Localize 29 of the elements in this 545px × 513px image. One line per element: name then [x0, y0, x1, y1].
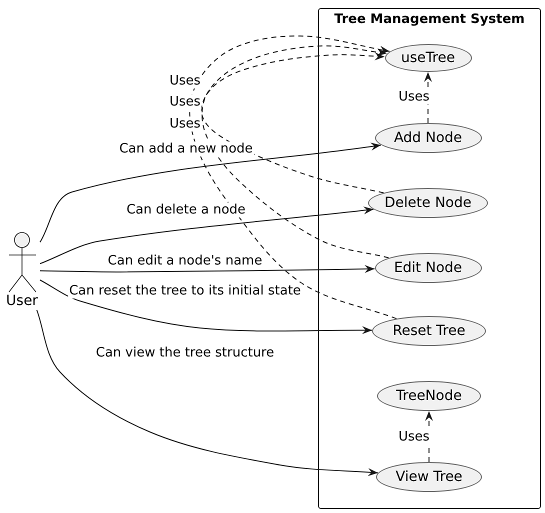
use-case-label: Reset Tree	[392, 322, 466, 340]
use-case-label: Delete Node	[384, 194, 472, 212]
dashed-arrow	[200, 52, 386, 194]
use-case-ellipse	[368, 188, 488, 218]
use-case-ellipse	[384, 44, 472, 72]
use-case-label: useTree	[401, 50, 455, 66]
arrow	[36, 310, 378, 476]
edge-label: Uses	[168, 94, 202, 110]
arrow	[40, 142, 382, 243]
dashed-arrow	[202, 45, 390, 258]
arrow	[40, 280, 373, 334]
edge-label: Uses	[397, 90, 431, 104]
edge-label: Can add a new node	[118, 142, 254, 156]
edge-label: Uses	[397, 430, 431, 444]
use-case-ellipse	[374, 123, 482, 153]
arrow	[40, 264, 376, 273]
use-case-label: Add Node	[394, 130, 462, 146]
dashed-arrow	[189, 36, 397, 320]
package-title: Tree Management System	[333, 12, 526, 28]
edge-label: Can reset the tree to its initial state	[68, 284, 302, 298]
package-frame	[318, 8, 541, 509]
actor-label: User	[5, 293, 39, 310]
use-case-label: TreeNode	[396, 388, 462, 404]
edge-label: Can delete a node	[125, 202, 247, 218]
use-case-label: View Tree	[396, 468, 462, 486]
edge-label: Uses	[168, 74, 202, 88]
edge-label: Uses	[168, 116, 202, 132]
use-case-label: Edit Node	[394, 260, 462, 276]
arrow	[40, 206, 374, 264]
